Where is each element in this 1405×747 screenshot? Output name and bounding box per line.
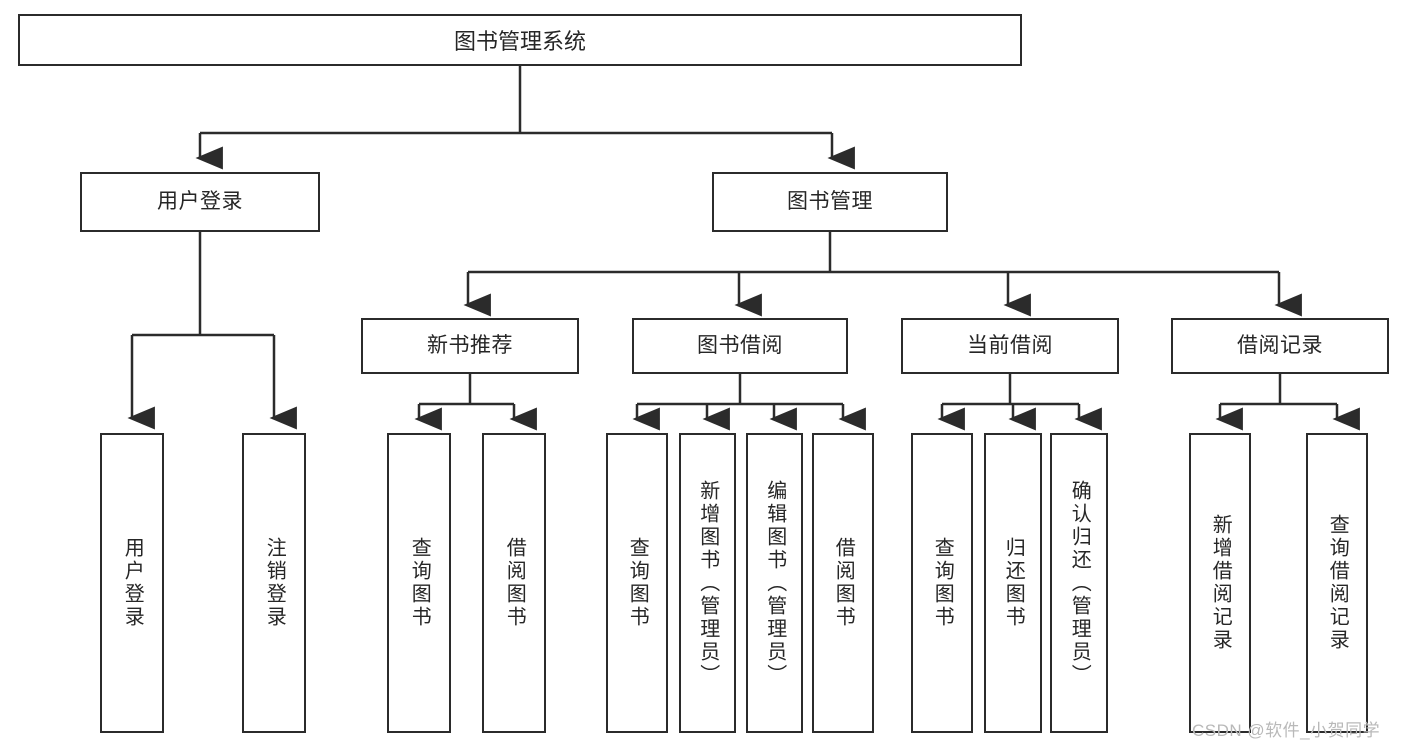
node-book-manage-label: 图书管理 <box>787 189 873 213</box>
node-leaf-borrow-book-1[interactable]: 借阅图书 <box>482 433 546 733</box>
node-leaf-query-book-1-label: 查询图书 <box>408 537 431 629</box>
node-root[interactable]: 图书管理系统 <box>18 14 1022 66</box>
node-leaf-add-book[interactable]: 新增图书（管理员） <box>679 433 736 733</box>
node-book-manage[interactable]: 图书管理 <box>712 172 948 232</box>
node-leaf-query-book-1[interactable]: 查询图书 <box>387 433 451 733</box>
node-leaf-edit-book-label: 编辑图书（管理员） <box>763 479 786 687</box>
node-leaf-return-book-label: 归还图书 <box>1002 537 1025 629</box>
node-leaf-add-record-label: 新增借阅记录 <box>1209 514 1232 652</box>
node-book-borrow-label: 图书借阅 <box>697 333 783 357</box>
node-leaf-confirm-return-label: 确认归还（管理员） <box>1068 479 1091 687</box>
node-leaf-add-record[interactable]: 新增借阅记录 <box>1189 433 1251 733</box>
node-leaf-borrow-book-2-label: 借阅图书 <box>832 537 855 629</box>
node-current-borrow-label: 当前借阅 <box>967 333 1053 357</box>
node-leaf-user-login-label: 用户登录 <box>121 537 144 629</box>
node-leaf-edit-book[interactable]: 编辑图书（管理员） <box>746 433 803 733</box>
node-leaf-user-login[interactable]: 用户登录 <box>100 433 164 733</box>
node-new-book-recommend-label: 新书推荐 <box>427 333 513 357</box>
node-leaf-confirm-return[interactable]: 确认归还（管理员） <box>1050 433 1108 733</box>
node-root-label: 图书管理系统 <box>453 29 586 54</box>
node-leaf-add-book-label: 新增图书（管理员） <box>696 479 719 687</box>
node-leaf-query-record-label: 查询借阅记录 <box>1326 514 1349 652</box>
node-leaf-user-logout[interactable]: 注销登录 <box>242 433 306 733</box>
node-leaf-query-book-3[interactable]: 查询图书 <box>911 433 973 733</box>
node-user-login-label: 用户登录 <box>157 189 243 213</box>
node-current-borrow[interactable]: 当前借阅 <box>901 318 1119 374</box>
node-book-borrow[interactable]: 图书借阅 <box>632 318 848 374</box>
node-borrow-record-label: 借阅记录 <box>1237 333 1323 357</box>
node-leaf-query-book-3-label: 查询图书 <box>931 537 954 629</box>
node-leaf-query-record[interactable]: 查询借阅记录 <box>1306 433 1368 733</box>
node-leaf-query-book-2[interactable]: 查询图书 <box>606 433 668 733</box>
node-leaf-user-logout-label: 注销登录 <box>263 537 286 629</box>
node-new-book-recommend[interactable]: 新书推荐 <box>361 318 579 374</box>
csdn-watermark: CSDN @软件_小贺同学 <box>1192 721 1381 740</box>
node-leaf-query-book-2-label: 查询图书 <box>626 537 649 629</box>
node-borrow-record[interactable]: 借阅记录 <box>1171 318 1389 374</box>
node-user-login[interactable]: 用户登录 <box>80 172 320 232</box>
node-leaf-borrow-book-1-label: 借阅图书 <box>503 537 526 629</box>
node-leaf-return-book[interactable]: 归还图书 <box>984 433 1042 733</box>
node-leaf-borrow-book-2[interactable]: 借阅图书 <box>812 433 874 733</box>
